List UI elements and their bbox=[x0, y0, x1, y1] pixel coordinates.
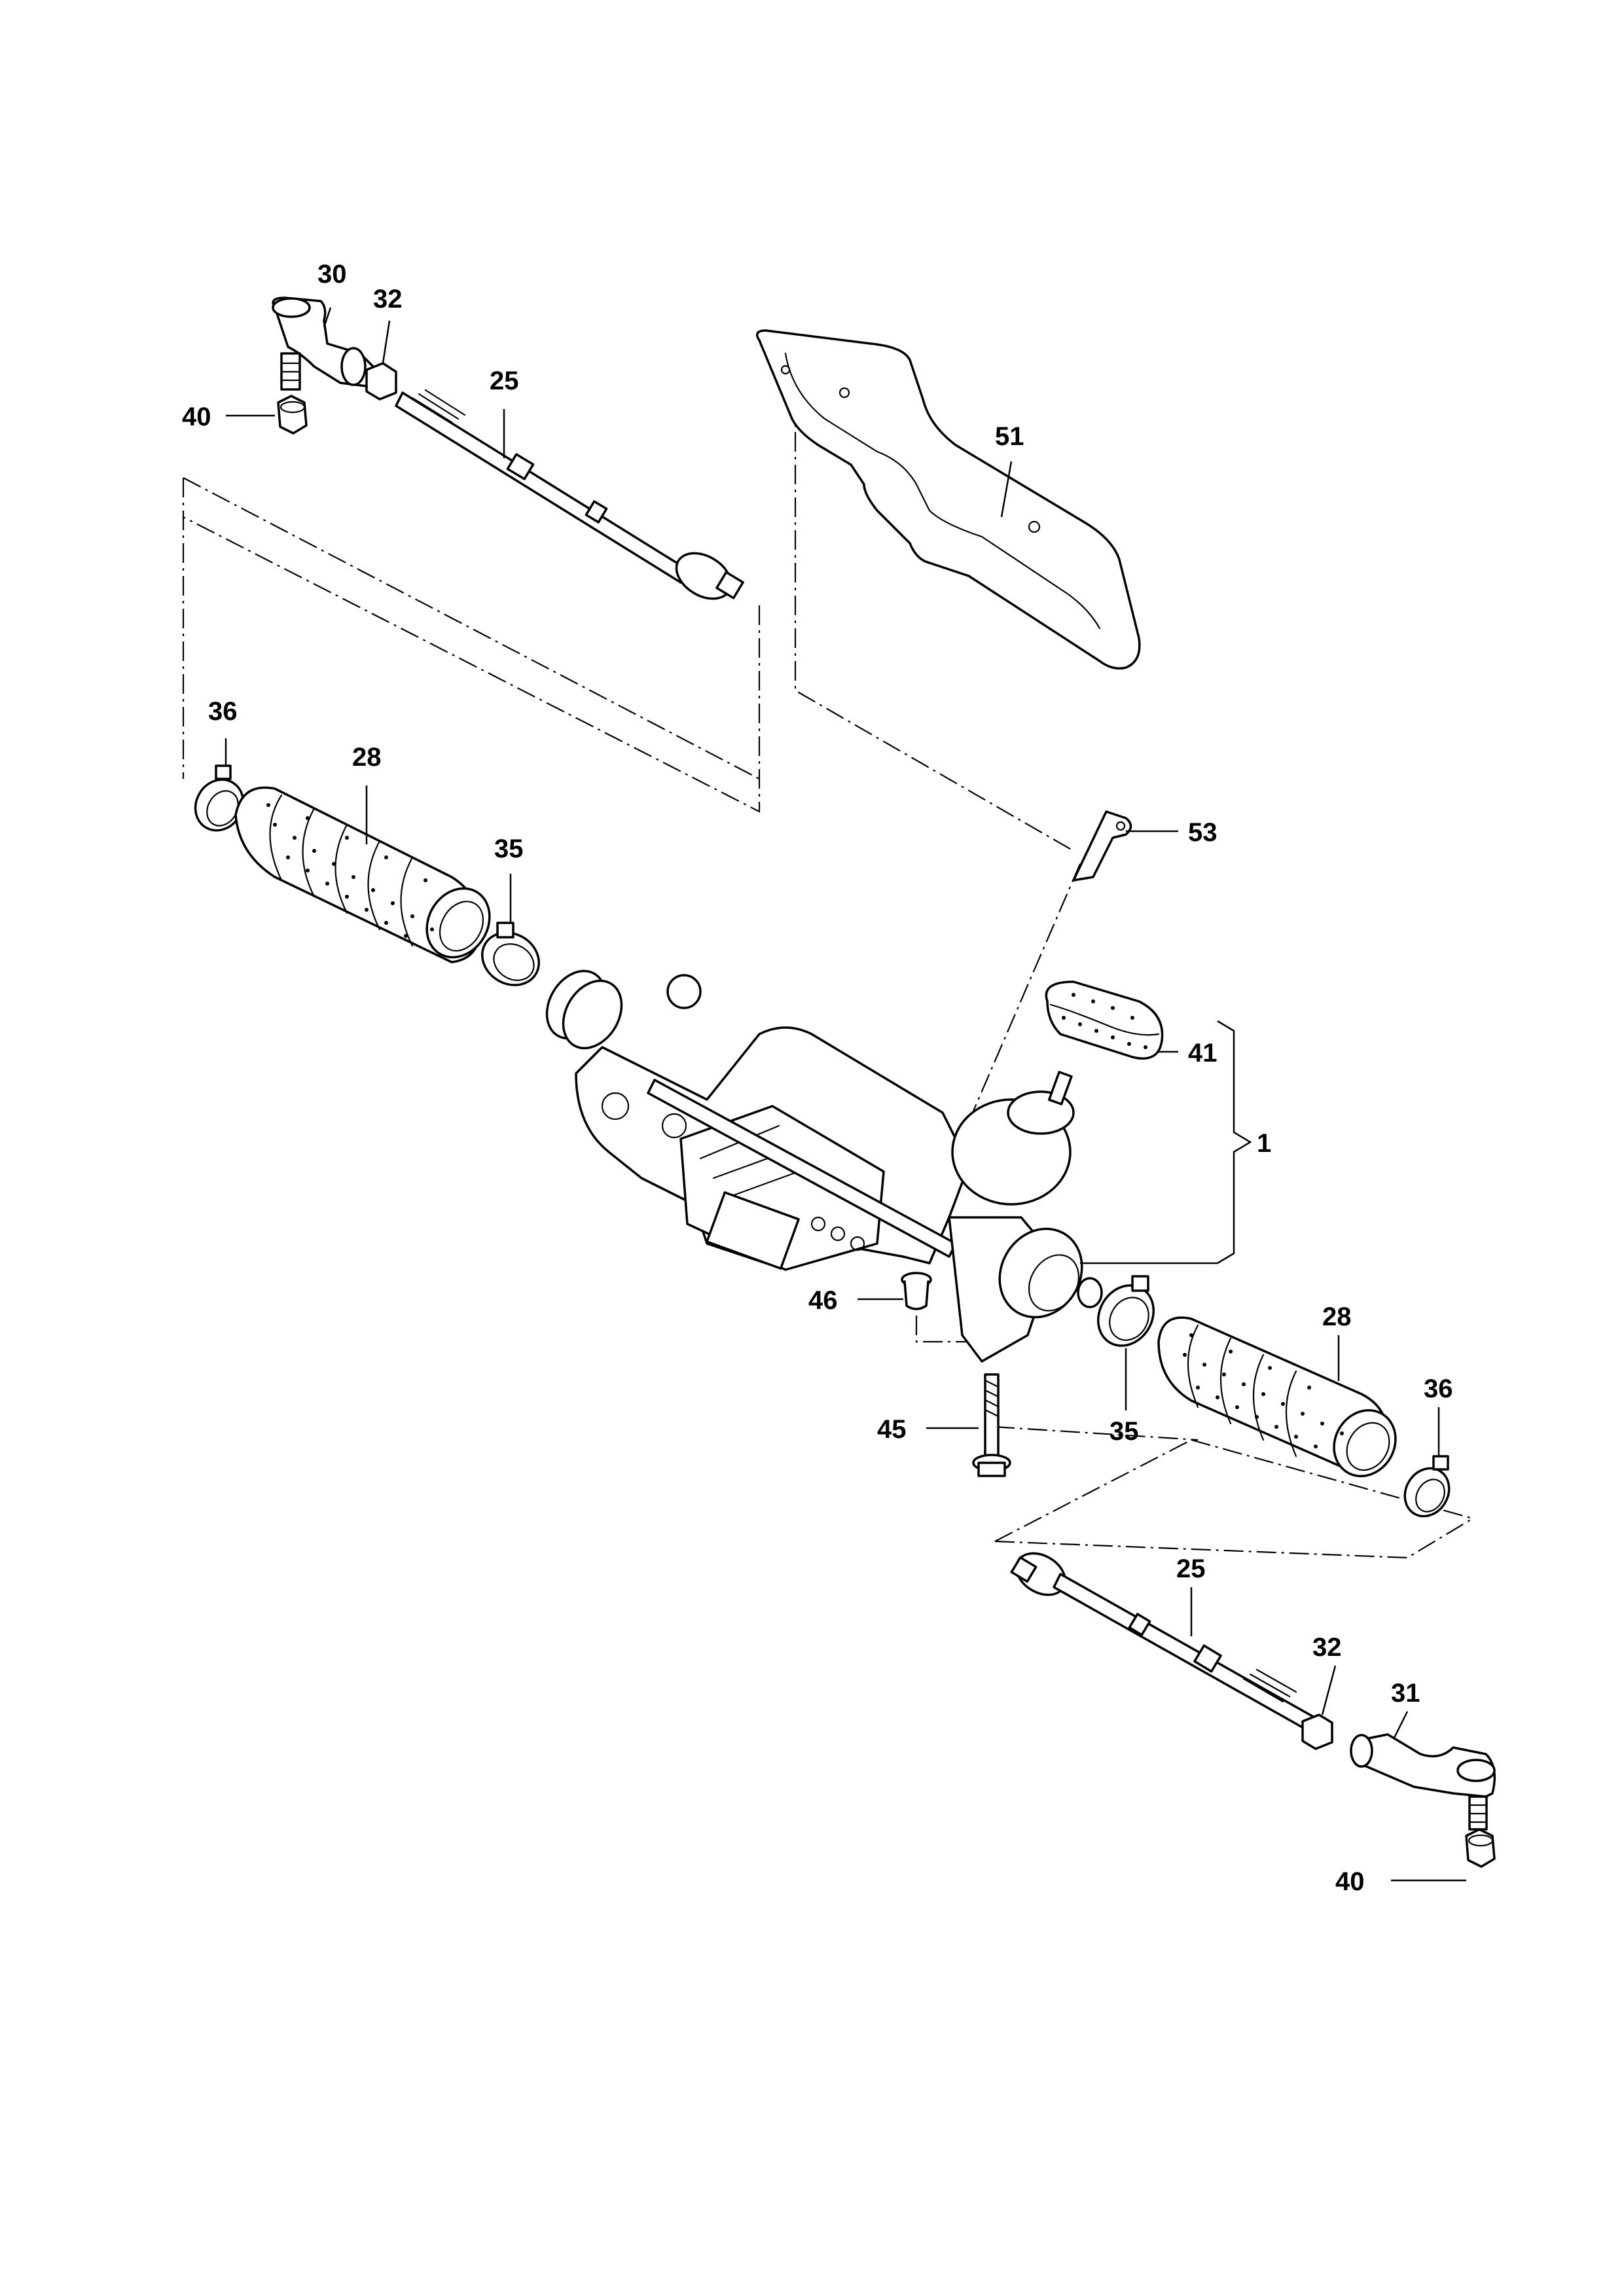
bushing bbox=[901, 1272, 932, 1310]
lock-nut bbox=[1301, 1713, 1333, 1750]
clip bbox=[1072, 810, 1132, 882]
callout-35-left: 35 bbox=[494, 834, 524, 863]
clamp bbox=[1096, 1275, 1155, 1347]
heat-shield bbox=[755, 329, 1141, 670]
foam-pad bbox=[1045, 980, 1164, 1060]
tie-rod bbox=[1010, 1552, 1317, 1732]
callout-28-right: 28 bbox=[1322, 1302, 1352, 1331]
callout-25-top: 25 bbox=[490, 367, 519, 395]
assembly-bracket bbox=[1080, 1020, 1252, 1265]
lock-nut bbox=[365, 362, 397, 401]
callout-40-top: 40 bbox=[182, 403, 211, 431]
clamp bbox=[194, 764, 245, 832]
callout-1: 1 bbox=[1257, 1129, 1271, 1158]
callout-32-bottom: 32 bbox=[1312, 1633, 1342, 1662]
tie-rod bbox=[395, 389, 744, 600]
bolt bbox=[972, 1373, 1011, 1477]
callout-32-top: 32 bbox=[373, 285, 403, 314]
boot bbox=[1157, 1316, 1397, 1477]
callout-25-bottom: 25 bbox=[1176, 1554, 1206, 1583]
clamp bbox=[480, 922, 541, 986]
assembly-lines bbox=[182, 367, 1473, 1559]
callout-36-left: 36 bbox=[208, 697, 238, 726]
steering-rack-assembly bbox=[545, 969, 1103, 1363]
boot bbox=[234, 786, 491, 963]
callout-31: 31 bbox=[1391, 1679, 1420, 1708]
callout-labels: 30 32 25 40 51 36 28 35 53 41 1 46 45 35… bbox=[182, 260, 1453, 1896]
callout-45: 45 bbox=[877, 1415, 907, 1444]
callout-30-top: 30 bbox=[317, 260, 347, 289]
callout-36-right: 36 bbox=[1424, 1374, 1453, 1403]
callout-35-right: 35 bbox=[1110, 1417, 1139, 1446]
tie-rod-end-right bbox=[1350, 1733, 1496, 1831]
callout-51: 51 bbox=[995, 422, 1024, 451]
tie-rod-end-left bbox=[272, 296, 374, 391]
callout-28-left: 28 bbox=[352, 743, 382, 772]
leader-lines bbox=[225, 307, 1466, 1882]
self-locking-nut bbox=[277, 395, 308, 435]
callout-53: 53 bbox=[1188, 818, 1218, 847]
callout-46: 46 bbox=[808, 1286, 838, 1315]
clamp bbox=[1403, 1455, 1451, 1518]
callout-40-bottom: 40 bbox=[1335, 1867, 1365, 1896]
callout-41: 41 bbox=[1188, 1039, 1218, 1067]
self-locking-nut bbox=[1465, 1828, 1496, 1868]
